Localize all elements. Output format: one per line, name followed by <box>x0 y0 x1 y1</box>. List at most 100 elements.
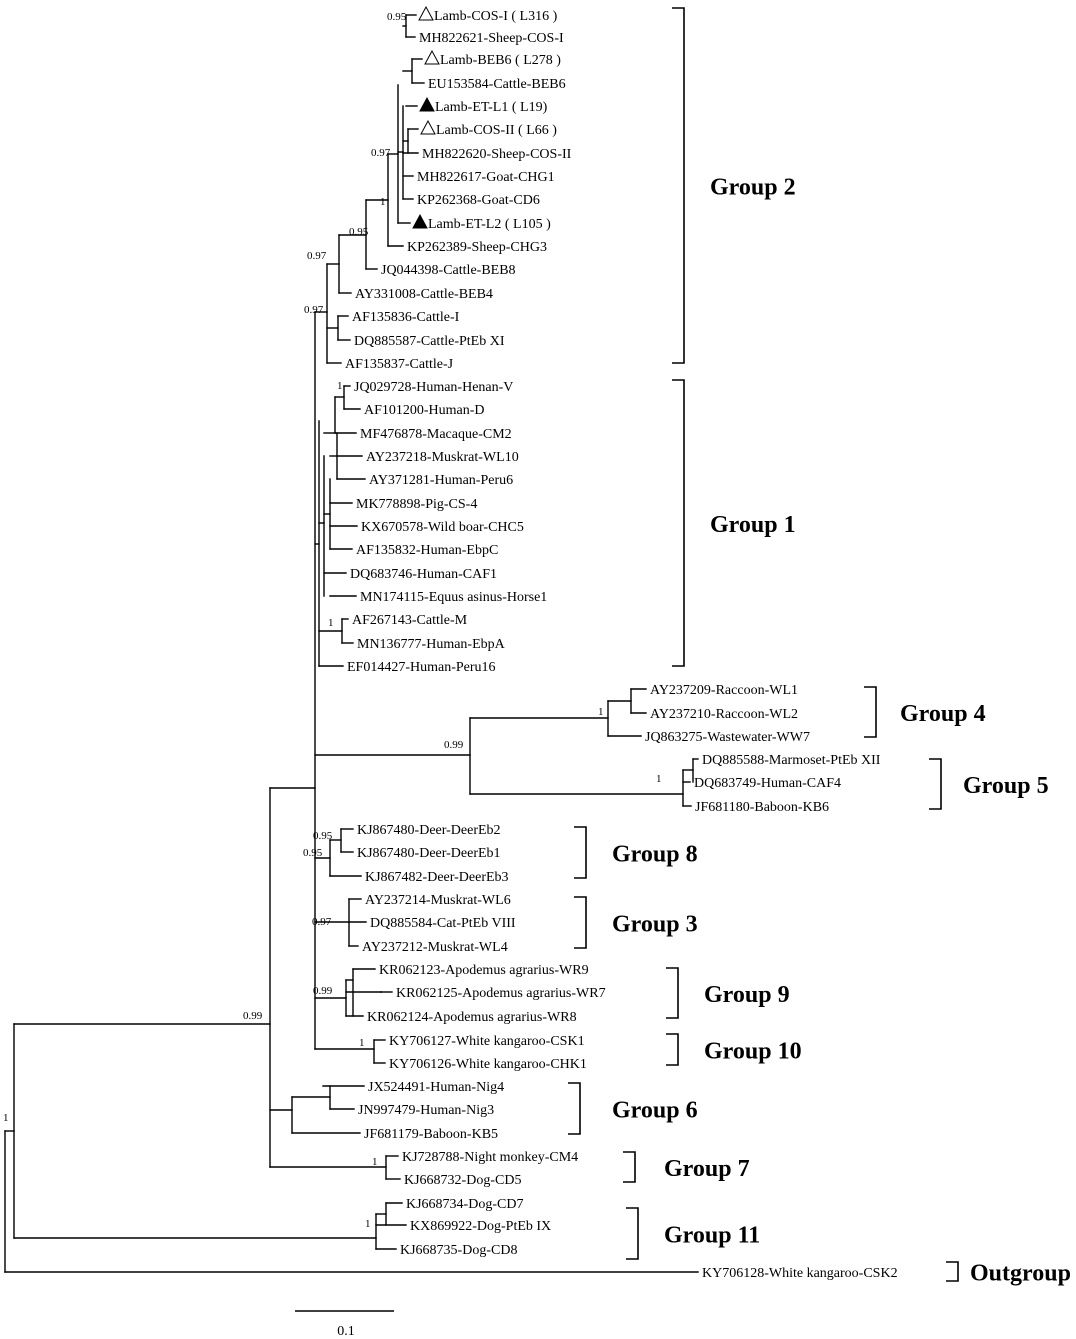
group-label: Group 11 <box>664 1223 760 1249</box>
group-label: Group 2 <box>710 175 796 201</box>
open-triangle-icon <box>424 49 440 65</box>
taxon-label: KR062125-Apodemus agrarius-WR7 <box>396 986 606 1001</box>
taxon-label: KY706126-White kangaroo-CHK1 <box>389 1057 587 1072</box>
group-label: Group 9 <box>704 982 790 1008</box>
group-bracket <box>929 758 942 810</box>
taxon-labels: Lamb-COS-I ( L316 ) MH822621-Sheep-COS-I L… <box>345 9 898 1281</box>
support-value: 0.95 <box>349 226 369 238</box>
group-brackets: Group 2 Group 1 Group 4 Group 5 Group 8 Group… <box>568 7 1071 1287</box>
taxon-label: DQ885588-Marmoset-PtEb XII <box>702 753 881 768</box>
open-triangle-icon <box>420 119 436 135</box>
taxon-label: AY237212-Muskrat-WL4 <box>362 940 508 955</box>
support-value: 1 <box>359 1037 365 1049</box>
taxon-label: AY237214-Muskrat-WL6 <box>365 893 511 908</box>
support-value: 1 <box>3 1112 9 1124</box>
taxon-label: KR062124-Apodemus agrarius-WR8 <box>367 1010 577 1025</box>
support-value: 1 <box>380 196 386 208</box>
support-value: 0.97 <box>371 147 391 159</box>
taxon-label: KX670578-Wild boar-CHC5 <box>361 520 524 535</box>
support-value: 0.99 <box>444 739 464 751</box>
scale-bar: 0.1 <box>295 1310 394 1339</box>
taxon-label: KJ867482-Deer-DeerEb3 <box>365 870 509 885</box>
group-bracket <box>672 7 685 364</box>
support-value: 0.95 <box>387 11 407 23</box>
tree-branches <box>4 14 699 1273</box>
taxon-label: JX524491-Human-Nig4 <box>368 1080 504 1095</box>
taxon-label: AY331008-Cattle-BEB4 <box>355 287 493 302</box>
taxon-label: KJ867480-Deer-DeerEb1 <box>357 846 501 861</box>
taxon-label: Lamb-ET-L1 ( L19) <box>435 100 548 115</box>
scale-bar-label: 0.1 <box>337 1324 355 1339</box>
support-value: 1 <box>372 1156 378 1168</box>
taxon-label: JQ029728-Human-Henan-V <box>354 380 513 395</box>
taxon-label: MK778898-Pig-CS-4 <box>356 497 477 512</box>
group-label: Group 8 <box>612 842 698 868</box>
taxon-label: EU153584-Cattle-BEB6 <box>428 77 566 92</box>
taxon-label: JN997479-Human-Nig3 <box>358 1103 494 1118</box>
support-value: 0.95 <box>303 847 323 859</box>
taxon-label: JF681180-Baboon-KB6 <box>695 800 829 815</box>
taxon-label: MH822620-Sheep-COS-II <box>422 147 572 162</box>
taxon-label: Lamb-COS-II ( L66 ) <box>436 123 557 138</box>
taxon-label: AY371281-Human-Peru6 <box>369 473 513 488</box>
taxon-label: JQ044398-Cattle-BEB8 <box>381 263 516 278</box>
taxon-markers <box>412 5 440 229</box>
taxon-label: AF267143-Cattle-M <box>352 613 468 628</box>
group-bracket <box>666 967 679 1019</box>
group-bracket <box>672 379 685 667</box>
group-bracket <box>574 896 587 949</box>
filled-triangle-icon <box>419 96 435 112</box>
taxon-label: Lamb-COS-I ( L316 ) <box>434 9 558 24</box>
support-value: 1 <box>328 617 334 629</box>
support-value: 0.95 <box>313 830 333 842</box>
group-label: Group 3 <box>612 912 698 938</box>
support-value: 0.97 <box>304 304 324 316</box>
taxon-label: KR062123-Apodemus agrarius-WR9 <box>379 963 589 978</box>
group-label: Group 4 <box>900 701 986 727</box>
taxon-label: AY237218-Muskrat-WL10 <box>366 450 519 465</box>
support-values: 0.950.9710.950.970.971110.9910.950.950.9… <box>3 11 662 1230</box>
taxon-label: KJ668732-Dog-CD5 <box>404 1173 521 1188</box>
taxon-label: DQ683746-Human-CAF1 <box>350 567 497 582</box>
group-bracket <box>623 1151 636 1183</box>
taxon-label: MH822621-Sheep-COS-I <box>419 31 564 46</box>
taxon-label: KY706128-White kangaroo-CSK2 <box>702 1266 898 1281</box>
taxon-label: Lamb-BEB6 ( L278 ) <box>440 53 561 68</box>
group-label: Group 10 <box>704 1039 802 1065</box>
taxon-label: AF135832-Human-EbpC <box>356 543 498 558</box>
group-bracket <box>864 686 877 738</box>
taxon-label: DQ885584-Cat-PtEb VIII <box>370 916 516 931</box>
taxon-label: DQ885587-Cattle-PtEb XI <box>354 334 505 349</box>
taxon-label: Lamb-ET-L2 ( L105 ) <box>428 217 551 232</box>
group-label: Group 6 <box>612 1098 698 1124</box>
taxon-label: KX869922-Dog-PtEb IX <box>410 1219 551 1234</box>
group-label: Group 5 <box>963 773 1049 799</box>
support-value: 1 <box>656 773 662 785</box>
taxon-label: AF135837-Cattle-J <box>345 357 454 372</box>
taxon-label: AY237210-Raccoon-WL2 <box>650 707 798 722</box>
taxon-label: AY237209-Raccoon-WL1 <box>650 683 798 698</box>
support-value: 0.99 <box>313 985 333 997</box>
group-label: Outgroup <box>970 1261 1071 1287</box>
taxon-label: AF135836-Cattle-I <box>352 310 460 325</box>
group-bracket <box>574 826 587 879</box>
group-bracket <box>626 1207 639 1260</box>
taxon-label: DQ683749-Human-CAF4 <box>694 776 841 791</box>
taxon-label: JF681179-Baboon-KB5 <box>364 1127 498 1142</box>
taxon-label: KJ728788-Night monkey-CM4 <box>402 1150 578 1165</box>
group-bracket <box>568 1082 581 1135</box>
support-value: 1 <box>337 380 343 392</box>
taxon-label: KP262368-Goat-CD6 <box>417 193 540 208</box>
taxon-label: MN174115-Equus asinus-Horse1 <box>360 590 547 605</box>
taxon-label: KJ867480-Deer-DeerEb2 <box>357 823 501 838</box>
taxon-label: KJ668734-Dog-CD7 <box>406 1197 523 1212</box>
taxon-label: KY706127-White kangaroo-CSK1 <box>389 1034 585 1049</box>
support-value: 1 <box>598 706 604 718</box>
group-label: Group 7 <box>664 1156 750 1182</box>
filled-triangle-icon <box>412 213 428 229</box>
open-triangle-icon <box>418 5 434 21</box>
taxon-label: EF014427-Human-Peru16 <box>347 660 496 675</box>
taxon-label: MH822617-Goat-CHG1 <box>417 170 555 185</box>
group-label: Group 1 <box>710 512 796 538</box>
